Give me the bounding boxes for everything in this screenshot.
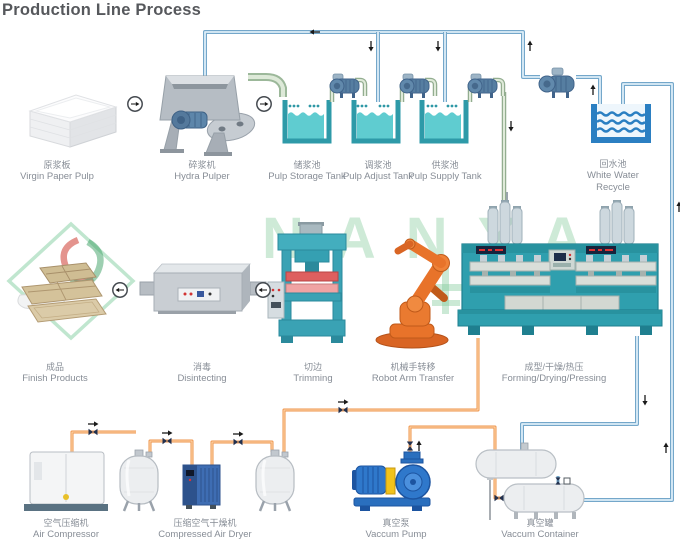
disinfecting-machine-illustration xyxy=(139,263,267,314)
hydra-pulper-illustration xyxy=(159,75,256,156)
label-vacuum-container: 真空罐 Vaccum Container xyxy=(501,518,579,540)
virgin-paper-pulp-illustration xyxy=(28,94,118,148)
label-pulp-storage-tank: 储浆池 Pulp Storage Tank xyxy=(268,160,346,182)
arrow-disinfect-to-products xyxy=(113,283,127,297)
supply-tank-pump xyxy=(468,74,503,102)
arrow-pulper-to-storage xyxy=(257,97,271,111)
white-water-pump xyxy=(538,67,575,98)
watermark-emblem xyxy=(428,268,464,314)
label-forming-drying-pressing: 成型/干燥/热压 Forming/Drying/Pressing xyxy=(501,362,607,384)
white-water-recycle-tank-illustration xyxy=(591,104,651,143)
pulp-pipes xyxy=(248,73,507,205)
air-receiver-tank-2 xyxy=(254,448,296,513)
pulp-storage-tank-illustration xyxy=(285,100,329,141)
label-trimming: 切边 Trimming xyxy=(293,362,333,384)
label-virgin-paper-pulp: 原浆板 Virgin Paper Pulp xyxy=(20,160,94,182)
robot-arm-illustration xyxy=(375,238,450,349)
label-finish-products: 成品 Finish Products xyxy=(22,362,88,384)
air-compressor-illustration xyxy=(24,451,108,511)
forming-machine-illustration xyxy=(457,192,663,335)
page-title: Production Line Process xyxy=(2,1,201,19)
label-hydra-pulper: 碎浆机 Hydra Pulper xyxy=(174,160,230,182)
compressed-air-dryer-illustration xyxy=(182,464,221,509)
label-disinfecting: 消毒 Disintecting xyxy=(177,362,227,384)
label-pulp-supply-tank: 供浆池 Pulp Supply Tank xyxy=(408,160,482,182)
label-vacuum-pump: 真空泵 Vaccum Pump xyxy=(365,518,427,540)
pulp-adjust-tank-illustration xyxy=(354,100,398,141)
vacuum-container-illustration xyxy=(475,442,585,519)
label-pulp-adjust-tank: 调浆池 Pulp Adjust Tank xyxy=(342,160,414,182)
watermark-diamond-logo xyxy=(6,221,136,341)
white-water-pipes xyxy=(203,30,674,502)
finish-products-illustration xyxy=(17,262,107,323)
pulp-droplets xyxy=(288,104,458,108)
arrow-trimming-to-disinfect xyxy=(256,283,270,297)
trimming-machine-illustration xyxy=(267,222,347,343)
label-compressed-air-dryer: 压缩空气干燥机 Compressed Air Dryer xyxy=(158,518,252,540)
storage-tank-pump xyxy=(330,74,365,102)
adjust-tank-pump xyxy=(400,74,435,102)
vacuum-pump-illustration xyxy=(352,451,431,511)
label-air-compressor: 空气压缩机 Air Compressor xyxy=(33,518,99,540)
label-robot-arm-transfer: 机械手转移 Robot Arm Transfer xyxy=(371,362,455,384)
air-receiver-tank-1 xyxy=(118,448,160,513)
arrow-pulp-to-pulper xyxy=(128,97,142,111)
label-white-water-recycle: 回水池 White Water Recycle xyxy=(587,159,639,193)
